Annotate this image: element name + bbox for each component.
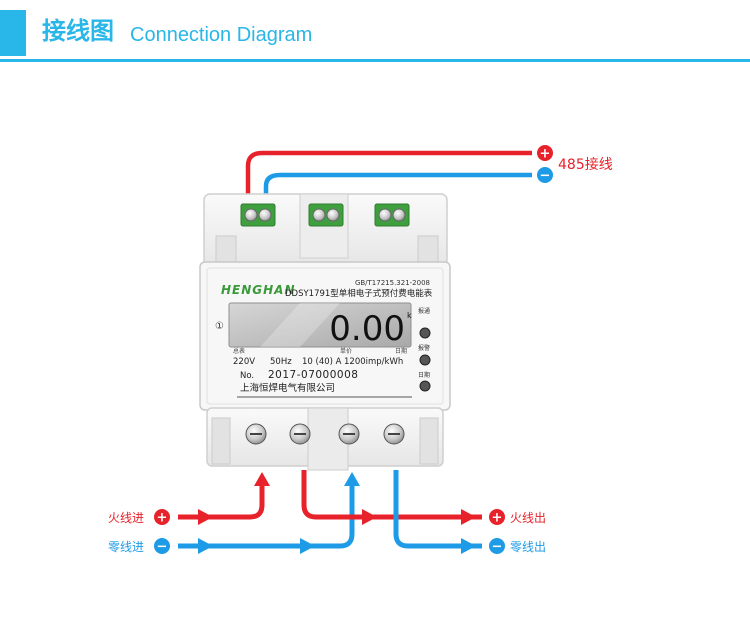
live-out-arrow-right: [362, 509, 377, 525]
energy-meter: HENGHAN GB/T17215.321-2008 DDSY1791型单相电子…: [199, 193, 451, 471]
terminal-screw: [392, 208, 406, 222]
serial-no: 2017-07000008: [268, 369, 358, 381]
lcd-label-date: 日期: [395, 347, 407, 355]
header-accent-block: [0, 10, 26, 56]
neutral-out-label: 零线出: [510, 540, 546, 554]
terminal-screw: [258, 208, 272, 222]
live-out-wire: [301, 470, 482, 520]
page-title-en: Connection Diagram: [130, 24, 313, 46]
main-wires: [178, 470, 482, 554]
terminal-screw: [244, 208, 258, 222]
live-in-wire: [178, 484, 265, 520]
neutral-out-arrow-right: [461, 538, 476, 554]
svg-text:+: +: [540, 147, 551, 162]
circle-mark: ①: [215, 321, 224, 332]
spec-voltage: 220V: [233, 357, 255, 367]
indicator-light: [419, 380, 431, 392]
neutral-in-arrow-up: [344, 472, 360, 486]
neutral-out-minus-badge: −: [489, 538, 505, 555]
model-text: DDSY1791型单相电子式预付费电能表: [285, 288, 433, 299]
rs485-label: 485接线: [558, 156, 613, 173]
live-in-arrow-right: [198, 509, 213, 525]
lcd-unit: k: [407, 311, 412, 320]
indicator-label: 报通: [418, 307, 430, 315]
spec-constant: 1200imp/kWh: [344, 357, 403, 367]
live-in-label: 火线进: [108, 511, 144, 525]
indicator-light: [419, 327, 431, 339]
live-out-plus-badge: +: [489, 509, 505, 526]
neutral-in-wire: [178, 484, 355, 549]
lcd-label-price: 单价: [340, 347, 352, 355]
spec-current: 10 (40) A: [302, 357, 342, 367]
terminal-screw: [312, 208, 326, 222]
brand-logo: HENGHAN: [221, 283, 296, 297]
svg-text:−: −: [157, 540, 168, 555]
lcd-screen: [228, 302, 412, 348]
serial-no-label: No.: [240, 371, 254, 381]
lcd-reading: 0.00: [329, 309, 405, 349]
neutral-in-minus-badge: −: [154, 538, 170, 555]
svg-text:+: +: [492, 511, 503, 526]
svg-text:−: −: [492, 540, 503, 555]
live-out-arrow-right-2: [461, 509, 476, 525]
rs485-minus-wire: [263, 172, 532, 196]
lcd-label-total: 总表: [233, 347, 245, 355]
svg-text:−: −: [540, 169, 551, 184]
live-in-arrow-up: [254, 472, 270, 486]
neutral-in-arrow-right-2: [300, 538, 315, 554]
manufacturer-text: 上海恒焊电气有限公司: [240, 382, 335, 394]
page-title-cn: 接线图: [42, 16, 114, 45]
spec-frequency: 50Hz: [270, 357, 292, 367]
rs485-plus-wire: [245, 150, 532, 196]
neutral-out-wire: [393, 470, 482, 549]
indicator-light: [419, 354, 431, 366]
terminal-screw: [378, 208, 392, 222]
terminal-screw: [326, 208, 340, 222]
svg-text:+: +: [157, 511, 168, 526]
live-out-label: 火线出: [510, 511, 546, 525]
indicator-label: 日期: [418, 371, 430, 379]
rs485-plus-badge: +: [537, 145, 553, 162]
neutral-in-label: 零线进: [108, 540, 144, 554]
rs485-minus-badge: −: [537, 167, 553, 184]
rs485-wires: [245, 150, 532, 196]
header-rule: [0, 59, 750, 62]
standard-text: GB/T17215.321-2008: [355, 279, 430, 287]
live-in-plus-badge: +: [154, 509, 170, 526]
indicator-label: 报警: [418, 344, 430, 352]
neutral-in-arrow-right: [198, 538, 213, 554]
header-bar: 接线图 Connection Diagram: [0, 0, 750, 62]
